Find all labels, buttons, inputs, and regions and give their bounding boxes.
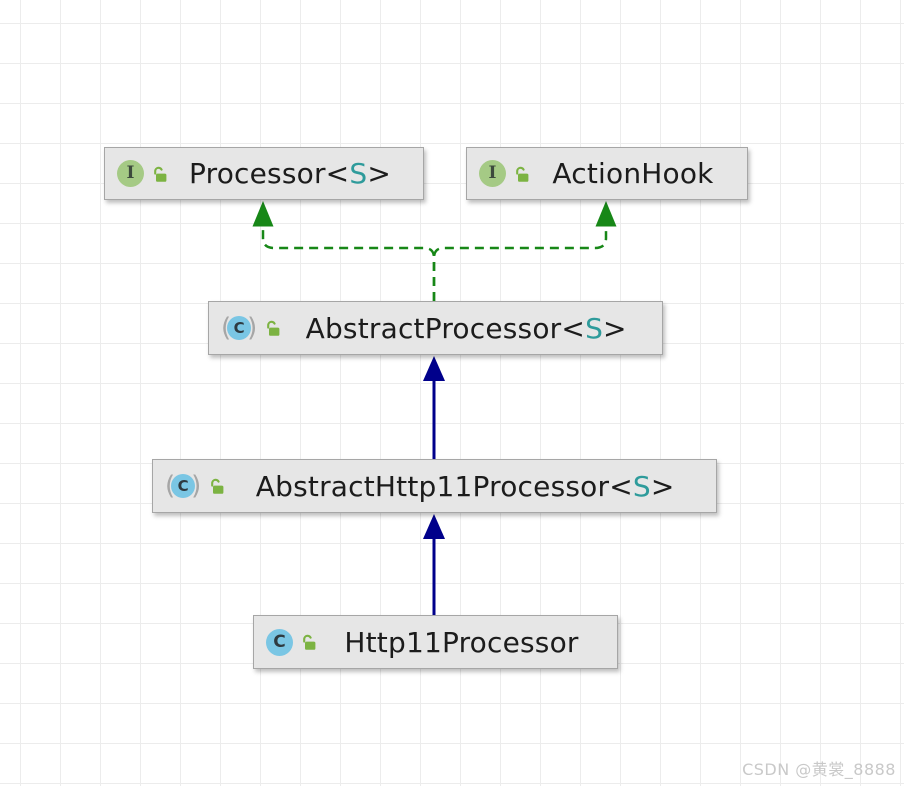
node-name-text: AbstractProcessor< (305, 311, 586, 345)
abstract-paren-close: ) (247, 313, 258, 343)
edge-extends-abstracthttp11processor[interactable] (423, 514, 445, 615)
arrowhead-extends-abstracthttp11processor (423, 514, 445, 539)
abstract-paren-open: ( (221, 313, 232, 343)
arrowhead-implements-processor (252, 201, 274, 227)
node-icons: I (479, 160, 531, 187)
node-name-text: Processor< (189, 157, 350, 190)
node-icons: C (266, 628, 318, 656)
class-node-http11processor[interactable]: C Http11Processor (253, 615, 618, 669)
abstract-paren-close: ) (191, 471, 202, 501)
generic-param-text: S (349, 157, 368, 190)
abstract-paren-open: ( (165, 471, 176, 501)
csdn-watermark: CSDN @黄裳_8888 (742, 760, 896, 779)
class-node-abstracthttp11processor[interactable]: ( C ) AbstractHttp11Processor<S> (152, 459, 717, 513)
class-icon: C (171, 474, 196, 498)
generic-close-text: > (603, 311, 627, 345)
generic-close-text: > (367, 157, 391, 190)
class-node-abstractprocessor[interactable]: ( C ) AbstractProcessor<S> (208, 301, 663, 355)
edge-implements-processor[interactable] (252, 201, 436, 301)
node-name-text: Http11Processor (344, 625, 579, 659)
abstract-class-icon: ( C ) (221, 315, 257, 341)
public-lock-icon (516, 166, 529, 182)
arrowhead-extends-abstractprocessor (423, 356, 445, 381)
class-node-actionhook[interactable]: I ActionHook (466, 147, 748, 200)
node-label: Processor<S> (169, 157, 411, 190)
generic-param-text: S (585, 311, 604, 345)
node-icons: ( C ) (221, 315, 282, 341)
public-lock-icon (154, 166, 167, 182)
public-lock-icon (303, 634, 316, 650)
class-icon: C (266, 628, 293, 656)
node-icons: ( C ) (165, 473, 226, 499)
node-name-text: ActionHook (552, 157, 714, 190)
class-node-processor[interactable]: I Processor<S> (104, 147, 424, 200)
abstract-class-icon: ( C ) (165, 473, 201, 499)
generic-param-text: S (632, 469, 651, 503)
public-lock-icon (211, 478, 224, 494)
node-label: ActionHook (531, 157, 735, 190)
generic-close-text: > (650, 469, 675, 503)
node-label: AbstractHttp11Processor<S> (226, 470, 704, 503)
interface-icon: I (479, 160, 506, 187)
node-icons: I (117, 160, 169, 187)
public-lock-icon (267, 320, 280, 336)
node-name-text: AbstractHttp11Processor< (255, 469, 633, 503)
class-icon: C (227, 316, 252, 340)
arrowhead-implements-actionhook (595, 201, 617, 227)
node-label: Http11Processor (318, 626, 605, 659)
edge-extends-abstractprocessor[interactable] (423, 356, 445, 459)
node-label: AbstractProcessor<S> (282, 312, 650, 345)
interface-icon: I (117, 160, 144, 187)
edge-implements-actionhook[interactable] (432, 201, 617, 301)
